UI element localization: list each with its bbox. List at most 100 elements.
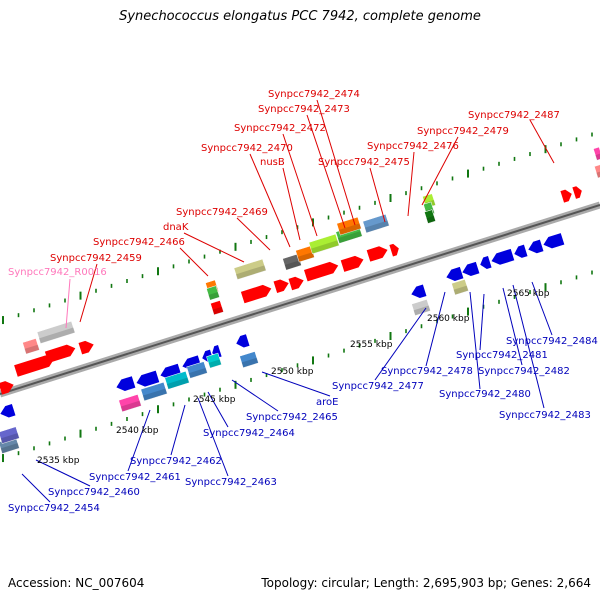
gene-arrow-forward <box>366 246 388 262</box>
gene-shade <box>413 305 431 316</box>
gene-arrow-reverse <box>411 284 427 299</box>
gene-arrow-forward <box>273 279 289 293</box>
gene-shade <box>212 306 224 315</box>
gene-feature <box>424 209 436 224</box>
gene-feature <box>0 426 20 444</box>
kbp-label: 2560 kbp <box>427 314 470 324</box>
gene-arrow-forward <box>303 261 339 282</box>
gene-label-2484[interactable]: Synpcc7942_2484 <box>506 336 598 347</box>
gene-box <box>206 285 220 301</box>
gene-box <box>36 320 76 344</box>
leader-line <box>183 232 245 263</box>
gene-feature <box>22 338 40 355</box>
leader-line <box>407 151 415 217</box>
gene-box <box>451 278 469 296</box>
leader-line <box>35 459 91 487</box>
topology-text: Topology: circular; Length: 2,695,903 bp… <box>261 576 591 590</box>
gene-label-2475[interactable]: Synpcc7942_2475 <box>318 157 410 168</box>
gene-label-2479[interactable]: Synpcc7942_2479 <box>417 126 509 137</box>
gene-feature <box>514 244 528 258</box>
gene-feature <box>572 186 582 199</box>
leader-line <box>425 291 446 367</box>
gene-feature <box>116 376 136 391</box>
gene-arrow-forward <box>78 340 94 355</box>
gene-label-2462[interactable]: Synpcc7942_2462 <box>130 456 222 467</box>
gene-feature <box>336 216 362 236</box>
gene-arrow-reverse <box>462 261 480 276</box>
kbp-label: 2565 kbp <box>507 289 550 299</box>
map-title: Synechococcus elongatus PCC 7942, comple… <box>119 9 481 24</box>
leader-line <box>306 114 346 229</box>
gene-label-2472[interactable]: Synpcc7942_2472 <box>234 123 326 134</box>
gene-arrow-reverse <box>236 334 250 348</box>
gene-feature <box>295 245 315 263</box>
gene-shade <box>24 344 40 355</box>
label-leader-lines <box>21 99 555 503</box>
gene-feature <box>240 284 272 304</box>
gene-feature <box>186 361 208 379</box>
gene-label-2481[interactable]: Synpcc7942_2481 <box>456 350 548 361</box>
gene-label-2454[interactable]: Synpcc7942_2454 <box>8 503 100 514</box>
kbp-label: 2535 kbp <box>37 456 80 466</box>
gene-label-2460[interactable]: Synpcc7942_2460 <box>48 487 140 498</box>
gene-feature <box>303 261 339 282</box>
genome-backbone <box>0 201 600 398</box>
gene-label-2487[interactable]: Synpcc7942_2487 <box>468 110 560 121</box>
leader-line <box>21 473 51 503</box>
leader-line <box>479 293 485 351</box>
gene-shade <box>0 433 20 444</box>
gene-feature <box>462 261 480 276</box>
gene-arrow-reverse <box>528 239 544 254</box>
leader-line <box>231 379 279 412</box>
gene-label-aroE[interactable]: aroE <box>316 397 338 408</box>
gene-box <box>164 370 190 390</box>
gene-shade <box>208 291 220 301</box>
gene-label-2476[interactable]: Synpcc7942_2476 <box>367 141 459 152</box>
gene-feature <box>451 278 469 296</box>
gene-box <box>362 213 390 234</box>
leader-line <box>469 291 481 390</box>
gene-label-nusB[interactable]: nusB <box>260 157 285 168</box>
kbp-label: 2555 kbp <box>350 340 393 350</box>
gene-label-2461[interactable]: Synpcc7942_2461 <box>89 472 181 483</box>
gene-label-2463[interactable]: Synpcc7942_2463 <box>185 477 277 488</box>
gene-box <box>594 164 600 179</box>
gene-shade <box>39 327 75 344</box>
leader-line <box>282 167 301 241</box>
leader-line <box>170 404 186 456</box>
gene-shade <box>284 260 302 271</box>
gene-shade <box>142 388 168 401</box>
gene-label-r0016[interactable]: Synpcc7942_R0016 <box>8 267 107 278</box>
gene-label-2474[interactable]: Synpcc7942_2474 <box>268 89 360 100</box>
gene-label-2473[interactable]: Synpcc7942_2473 <box>258 104 350 115</box>
gene-feature <box>233 258 267 280</box>
gene-box <box>308 233 340 255</box>
gene-label-2480[interactable]: Synpcc7942_2480 <box>439 389 531 400</box>
gene-feature <box>206 285 220 301</box>
gene-arrow-reverse <box>514 244 528 258</box>
gene-feature <box>491 248 515 265</box>
gene-label-2470[interactable]: Synpcc7942_2470 <box>201 143 293 154</box>
gene-box <box>22 338 40 355</box>
gene-label-2465[interactable]: Synpcc7942_2465 <box>246 412 338 423</box>
gene-label-2466[interactable]: Synpcc7942_2466 <box>93 237 185 248</box>
gene-box <box>206 352 222 369</box>
leader-line <box>127 409 151 472</box>
gene-arrow-forward <box>572 186 582 199</box>
kbp-label: 2545 kbp <box>193 395 236 405</box>
gene-label-2477[interactable]: Synpcc7942_2477 <box>332 381 424 392</box>
gene-label-2478[interactable]: Synpcc7942_2478 <box>381 366 473 377</box>
gene-label-2459[interactable]: Synpcc7942_2459 <box>50 253 142 264</box>
gene-label-2469[interactable]: Synpcc7942_2469 <box>176 207 268 218</box>
gene-label-dnaK[interactable]: dnaK <box>163 222 189 233</box>
gene-shade <box>208 359 222 369</box>
gene-label-2482[interactable]: Synpcc7942_2482 <box>478 366 570 377</box>
gene-feature <box>239 351 259 369</box>
gene-feature <box>210 300 224 316</box>
gene-shade <box>241 357 259 368</box>
gene-shade <box>120 400 142 412</box>
gene-box <box>140 381 168 402</box>
gene-label-2464[interactable]: Synpcc7942_2464 <box>203 428 295 439</box>
gene-label-2483[interactable]: Synpcc7942_2483 <box>499 410 591 421</box>
